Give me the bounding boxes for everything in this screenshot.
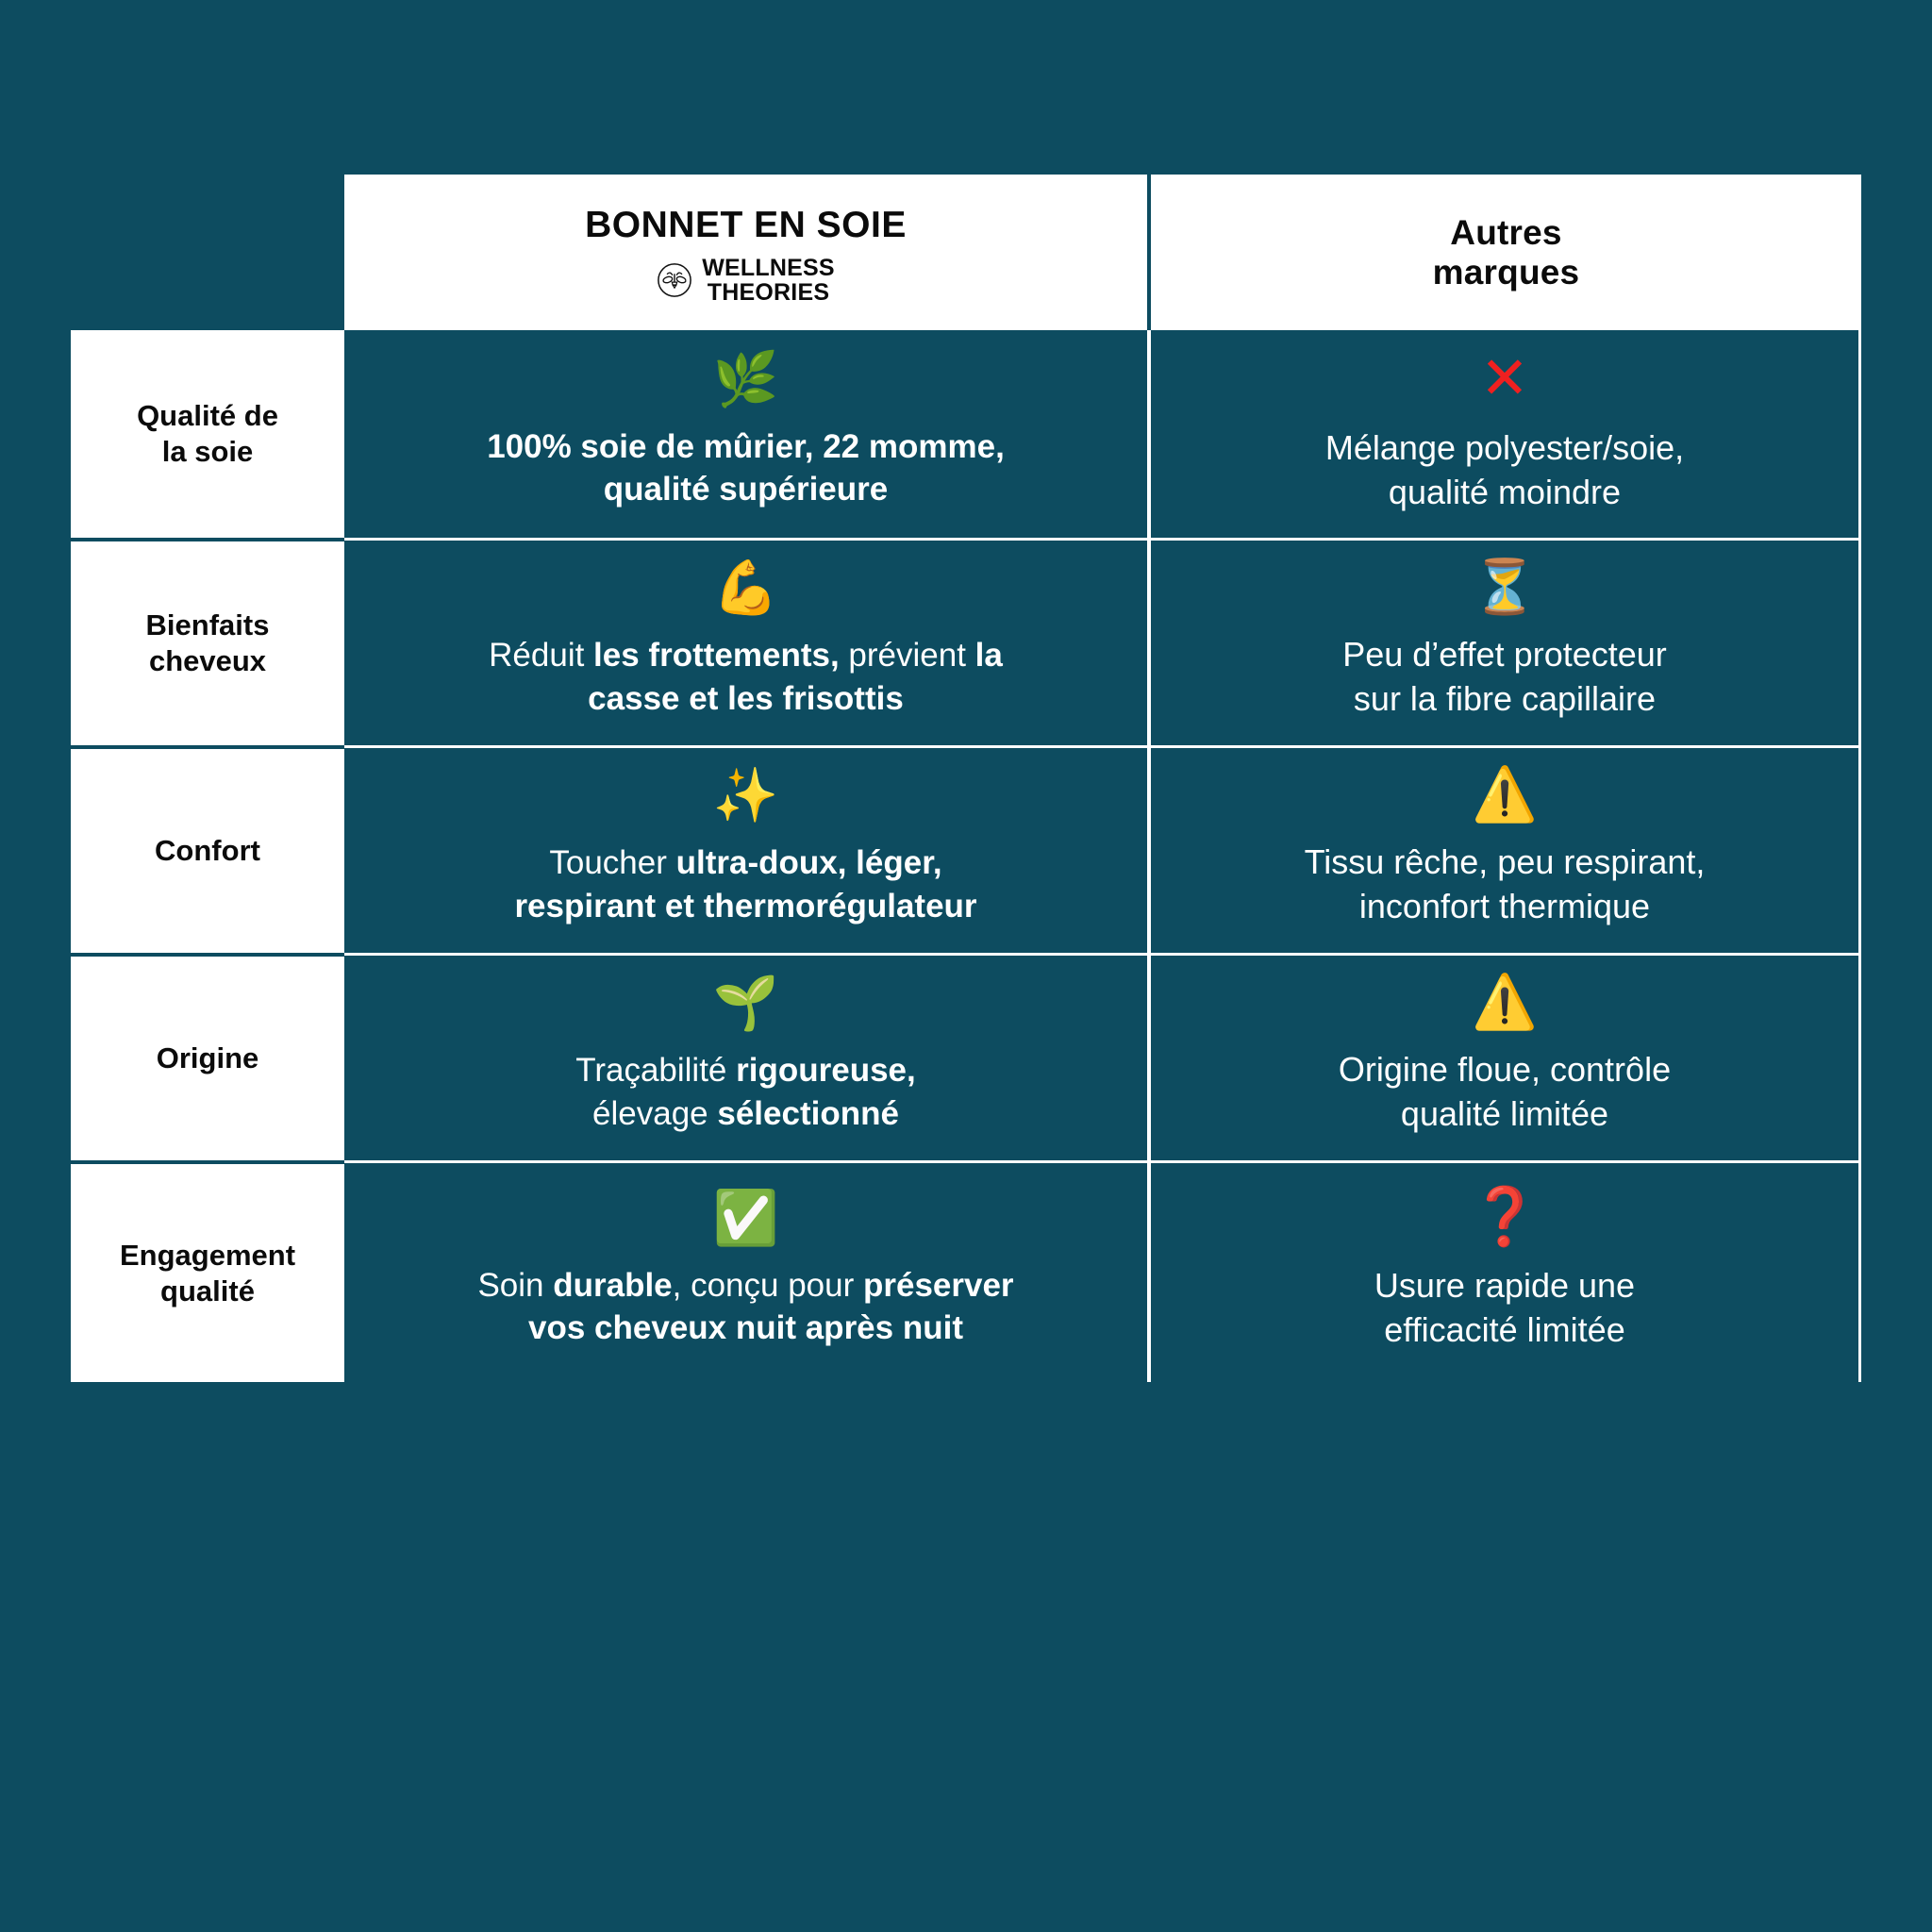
row-label-text: Confort xyxy=(155,834,260,868)
row-label-line2: la soie xyxy=(161,435,254,468)
row-theirs-qualite-de-la-soie: ✕ Mélange polyester/soie,qualité moindre xyxy=(1151,330,1861,538)
header-cell-our-brand: BONNET EN SOIE WELLNESS xyxy=(344,175,1151,330)
brand-logo-line2: THEORIES xyxy=(707,279,830,307)
table-corner-spacer xyxy=(71,175,344,330)
row-label-text: Origine xyxy=(156,1041,259,1075)
row-label-text: Qualité de la soie xyxy=(137,398,278,470)
row-label-line1: Engagement xyxy=(119,1238,296,1272)
seedling-icon: 🌱 xyxy=(712,973,779,1034)
row-theirs-text: Tissu rêche, peu respirant,inconfort the… xyxy=(1304,841,1706,925)
row-label-bienfaits-cheveux: Bienfaits cheveux xyxy=(71,538,344,745)
other-brands-title: Autres marques xyxy=(1433,213,1580,291)
brand-logo: WELLNESS THEORIES xyxy=(657,256,835,305)
check-mark-button-icon: ✅ xyxy=(712,1187,779,1249)
hourglass-icon: ⏳ xyxy=(1472,556,1538,618)
row-label-engagement-qualite: Engagement qualité xyxy=(71,1160,344,1382)
sparkles-icon: ✨ xyxy=(712,765,779,826)
header-cell-other-brands: Autres marques xyxy=(1151,175,1861,330)
our-brand-title: BONNET EN SOIE xyxy=(585,204,907,245)
row-ours-text: Traçabilité rigoureuse,élevage sélection… xyxy=(575,1052,916,1132)
red-question-mark-icon: ❓ xyxy=(1469,1184,1541,1251)
bee-emblem-icon xyxy=(657,262,692,298)
row-theirs-confort: ⚠️ Tissu rêche, peu respirant,inconfort … xyxy=(1151,745,1861,953)
brand-logo-line1: WELLNESS xyxy=(702,255,835,282)
row-label-line1: Bienfaits xyxy=(145,608,270,642)
row-ours-qualite-de-la-soie: 🌿 100% soie de mûrier, 22 momme,qualité … xyxy=(344,330,1151,538)
row-label-line2: cheveux xyxy=(148,644,267,677)
other-brands-line2: marques xyxy=(1432,252,1580,291)
herb-icon: 🌿 xyxy=(712,348,779,410)
brand-logo-text: WELLNESS THEORIES xyxy=(702,256,835,305)
row-ours-text: Toucher ultra-doux, léger,respirant et t… xyxy=(514,844,977,924)
row-ours-origine: 🌱 Traçabilité rigoureuse,élevage sélecti… xyxy=(344,953,1151,1160)
row-label-origine: Origine xyxy=(71,953,344,1160)
warning-triangle-icon: ⚠️ xyxy=(1472,763,1538,825)
row-label-qualite-de-la-soie: Qualité de la soie xyxy=(71,330,344,538)
row-ours-confort: ✨ Toucher ultra-doux, léger,respirant et… xyxy=(344,745,1151,953)
flexed-biceps-icon: 💪 xyxy=(712,558,779,619)
row-label-confort: Confort xyxy=(71,745,344,953)
red-cross-icon: ✕ xyxy=(1480,343,1529,413)
comparison-table: BONNET EN SOIE WELLNESS xyxy=(71,175,1861,1382)
row-theirs-text: Mélange polyester/soie,qualité moindre xyxy=(1324,428,1685,511)
row-ours-text: 100% soie de mûrier, 22 momme,qualité su… xyxy=(487,427,1005,508)
other-brands-line1: Autres xyxy=(1450,213,1562,253)
row-label-text: Engagement qualité xyxy=(120,1238,295,1309)
row-label-text: Bienfaits cheveux xyxy=(146,608,270,679)
warning-triangle-icon: ⚠️ xyxy=(1472,971,1538,1033)
row-label-line2: qualité xyxy=(160,1274,255,1307)
row-label-line1: Qualité de xyxy=(137,399,278,433)
